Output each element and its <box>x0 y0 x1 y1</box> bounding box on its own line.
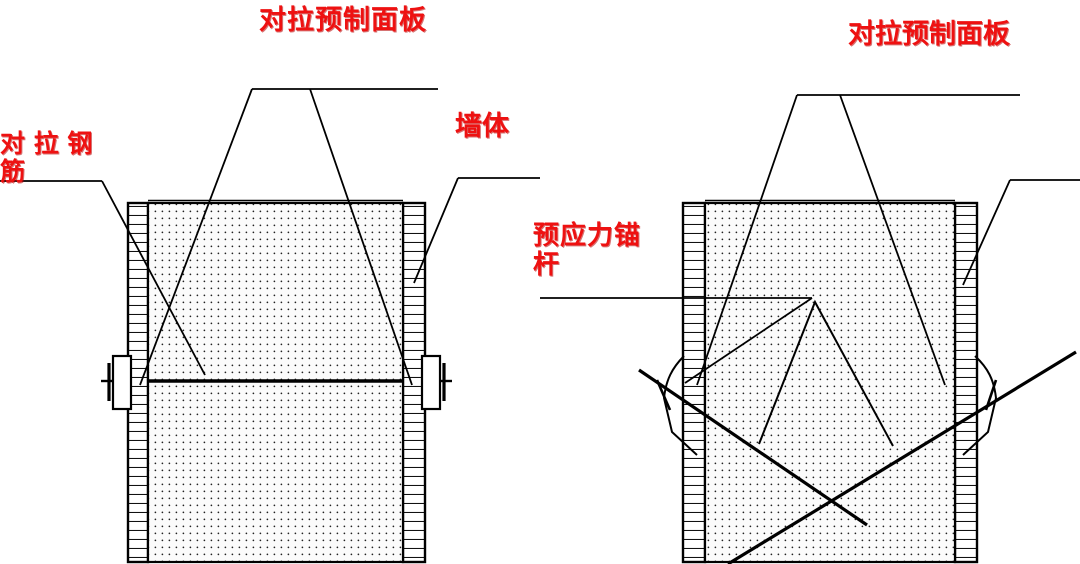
right-left-anchor-bracket <box>655 355 698 456</box>
label-left-wall: 墙体 <box>455 111 509 142</box>
right-anchor-leader <box>540 297 813 384</box>
label-right-anchor: 预应力锚 杆 <box>533 221 642 281</box>
right-precast-panel-right <box>953 201 979 564</box>
left-panel-leader-lines <box>139 88 438 386</box>
left-tie-bar-leader <box>0 180 206 376</box>
inner-v-reinforcement <box>758 299 894 447</box>
label-left-panel-title: 对拉预制面板 <box>259 5 427 36</box>
prestressed-anchor-rod-b <box>727 350 1077 564</box>
right-diagram-group <box>540 94 1080 564</box>
label-left-tie-bar: 对 拉 钢 筋 <box>0 129 93 186</box>
right-wall-leader <box>962 179 1080 286</box>
right-right-anchor-bracket <box>962 355 998 456</box>
left-diagram-group <box>0 88 540 564</box>
label-right-panel-title: 对拉预制面板 <box>848 19 1010 50</box>
prestressed-anchor-rod-a <box>638 368 868 527</box>
left-anchor-plate-east <box>420 354 452 411</box>
left-wall-leader <box>413 177 540 284</box>
right-panel-leader-lines <box>696 94 1020 386</box>
left-anchor-plate-west <box>101 354 133 411</box>
